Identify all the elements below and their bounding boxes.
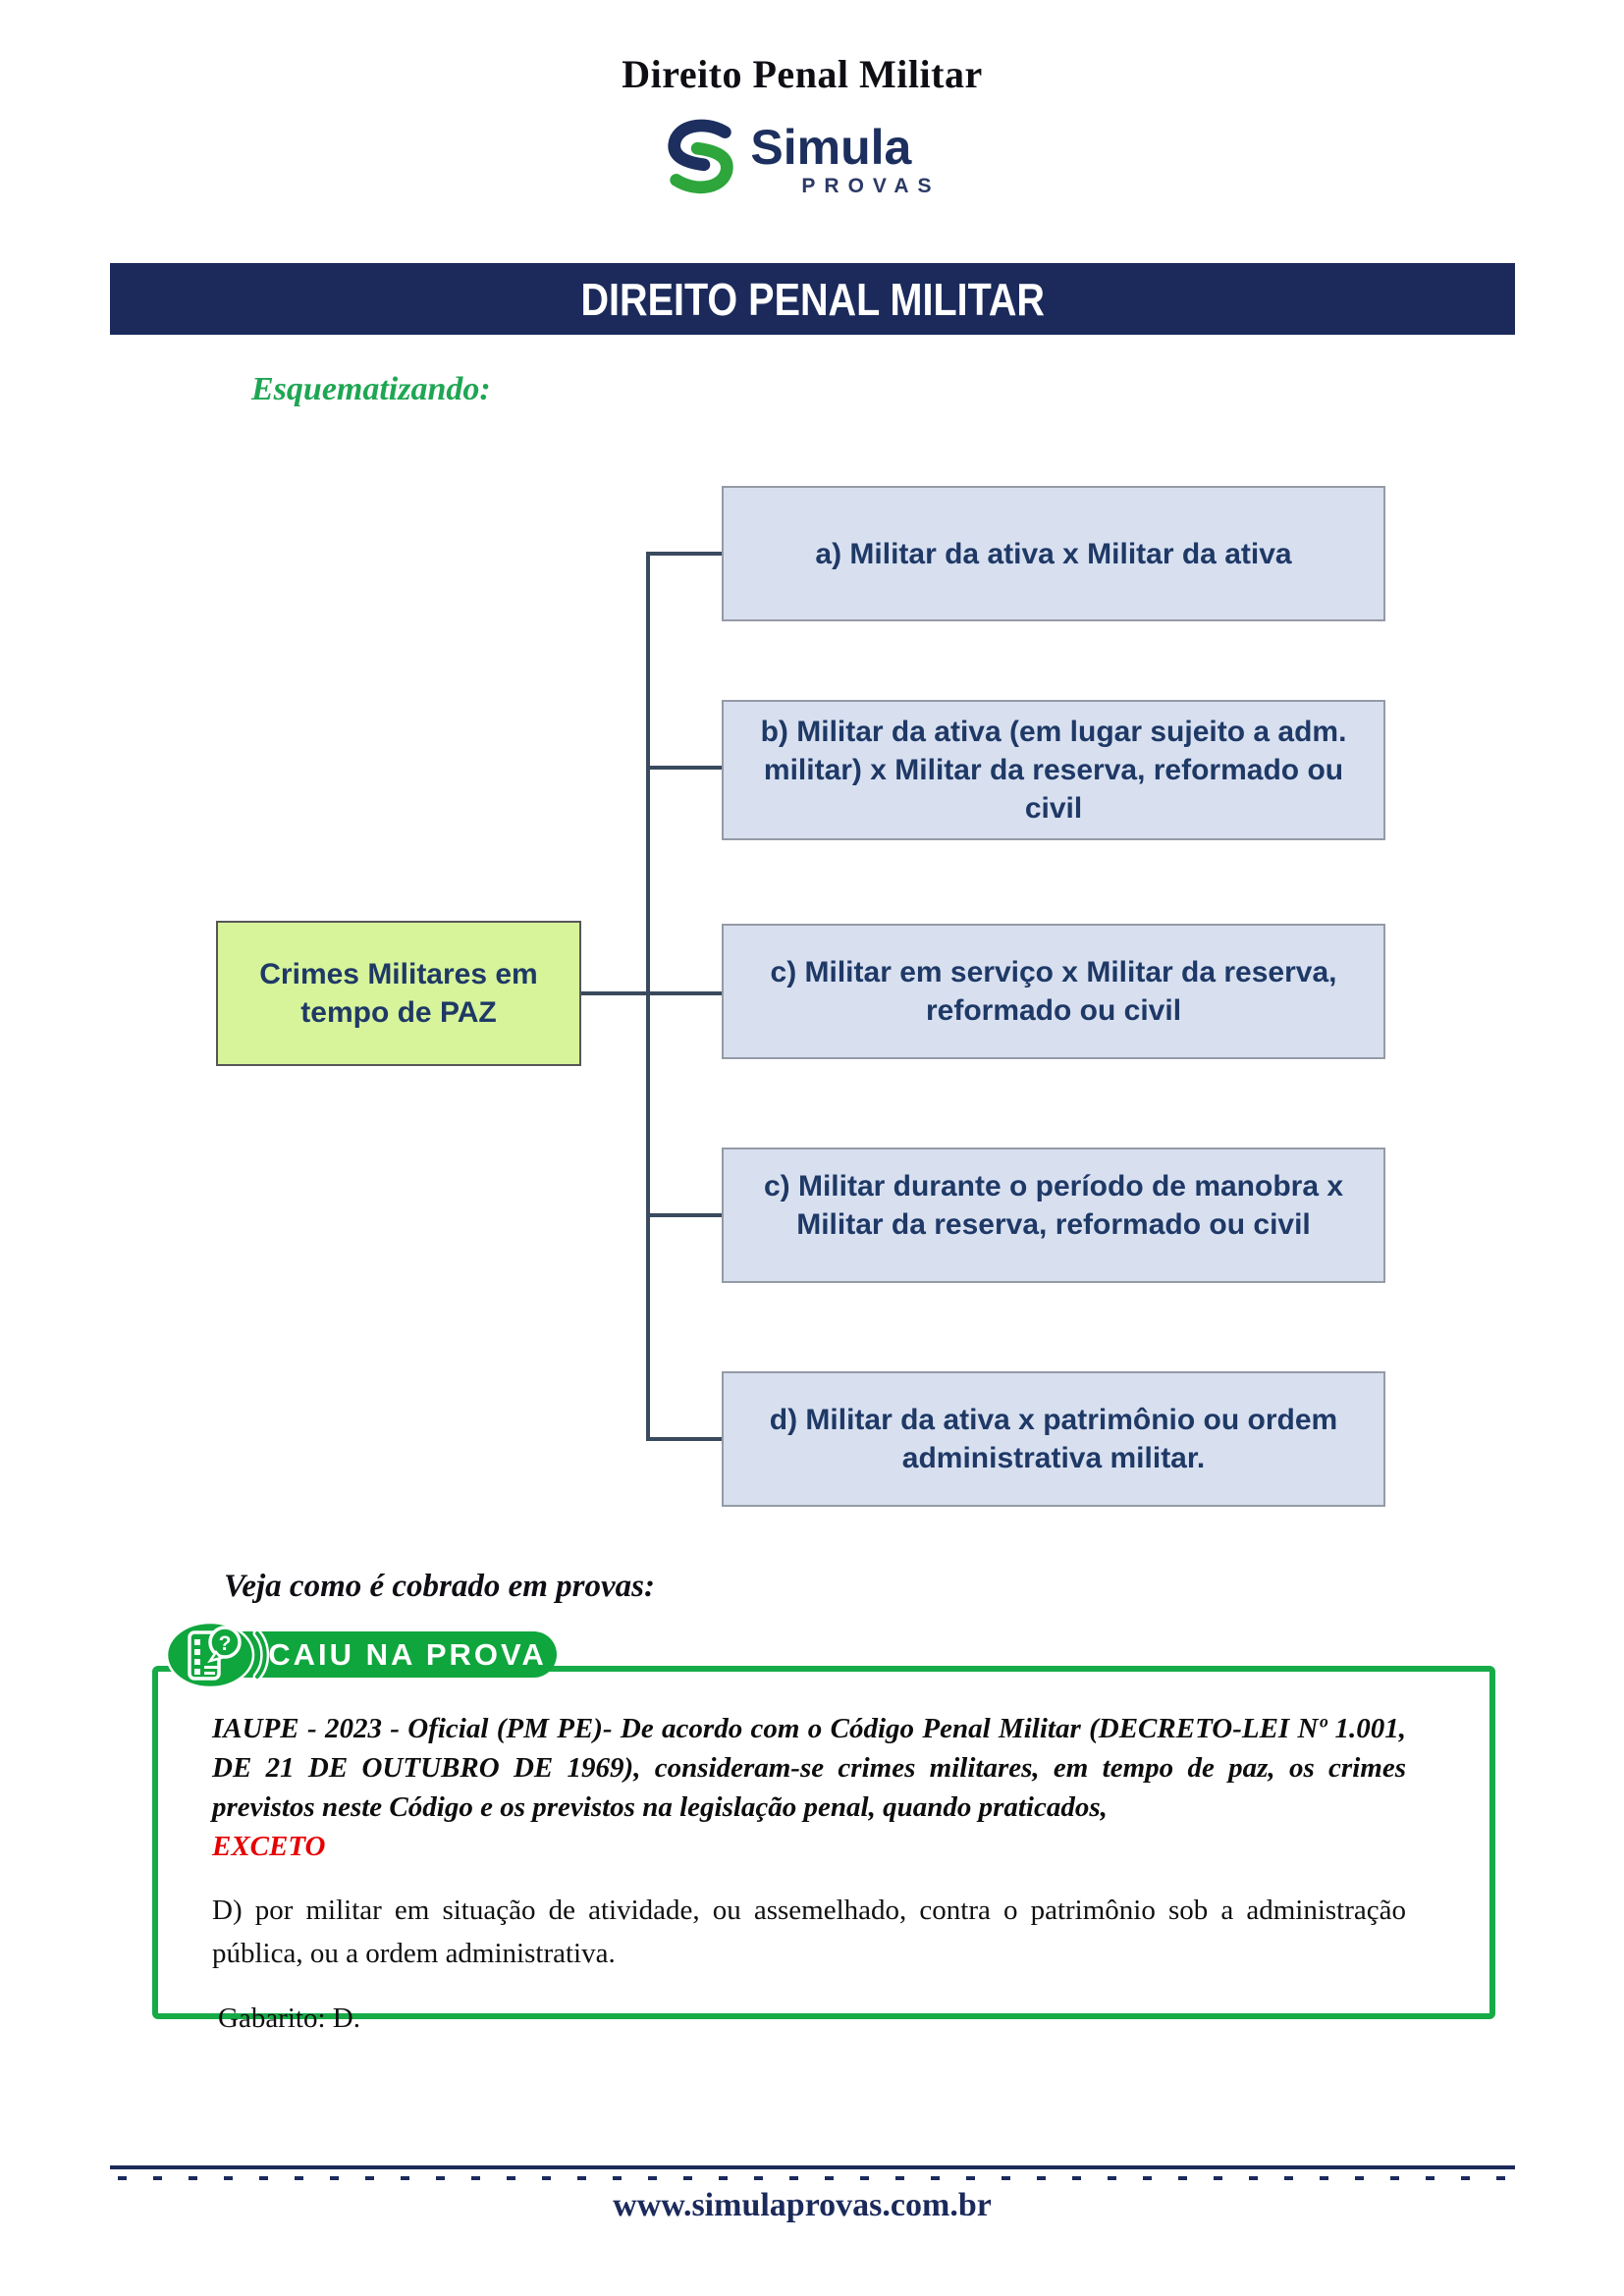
- footer-website-link[interactable]: www.simulaprovas.com.br: [613, 2187, 992, 2223]
- quiz-intro-text: Veja como é cobrado em provas:: [224, 1569, 656, 1604]
- diagram-root-line: [581, 991, 722, 995]
- s-swoosh-icon: [664, 116, 740, 203]
- title-banner: DIREITO PENAL MILITAR: [110, 263, 1515, 335]
- diagram-branch-line-c2: [646, 1213, 722, 1217]
- quiz-question-box: IAUPE - 2023 - Oficial (PM PE)- De acord…: [152, 1666, 1495, 2034]
- diagram-node-c: c) Militar em serviço x Militar da reser…: [722, 924, 1385, 1059]
- quiz-statement: IAUPE - 2023 - Oficial (PM PE)- De acord…: [212, 1709, 1406, 1866]
- logo-brand-text: Simula: [750, 120, 912, 175]
- diagram-branch-line-b: [646, 766, 722, 770]
- caiu-na-prova-badge: CAIU NA PROVA: [231, 1631, 557, 1678]
- diagram-node-a: a) Militar da ativa x Militar da ativa: [722, 486, 1385, 621]
- page-title: Direito Penal Militar: [622, 52, 983, 96]
- diagram-node-d: d) Militar da ativa x patrimônio ou orde…: [722, 1371, 1385, 1507]
- svg-text:?: ?: [219, 1632, 232, 1655]
- diagram-branch-line-d: [646, 1437, 722, 1441]
- logo-wordmark: Simula PROVAS: [750, 123, 940, 196]
- question-checklist-icon: ?: [165, 1620, 275, 1695]
- diagram-node-c-duplicate: c) Militar durante o período de manobra …: [722, 1148, 1385, 1283]
- diagram-trunk-line: [646, 552, 650, 1441]
- brand-logo: Simula PROVAS: [36, 116, 1568, 203]
- diagram-node-b: b) Militar da ativa (em lugar sujeito a …: [722, 700, 1385, 840]
- quiz-emphasis-text: EXCETO: [212, 1831, 326, 1863]
- banner-title: DIREITO PENAL MILITAR: [580, 273, 1045, 325]
- footer-dashed-divider: [118, 2176, 1512, 2180]
- diagram-branch-line-a: [646, 552, 722, 556]
- quiz-statement-text: IAUPE - 2023 - Oficial (PM PE)- De acord…: [212, 1713, 1406, 1824]
- footer-divider: [110, 2165, 1515, 2169]
- diagram-root-node: Crimes Militares em tempo de PAZ: [216, 921, 581, 1066]
- quiz-answer-key: Gabarito: D.: [218, 2002, 360, 2035]
- logo-tagline-text: PROVAS: [801, 175, 941, 197]
- section-label: Esquematizando:: [251, 371, 491, 407]
- quiz-answer-option: D) por militar em situação de atividade,…: [212, 1895, 1406, 1969]
- badge-label: CAIU NA PROVA: [268, 1636, 547, 1672]
